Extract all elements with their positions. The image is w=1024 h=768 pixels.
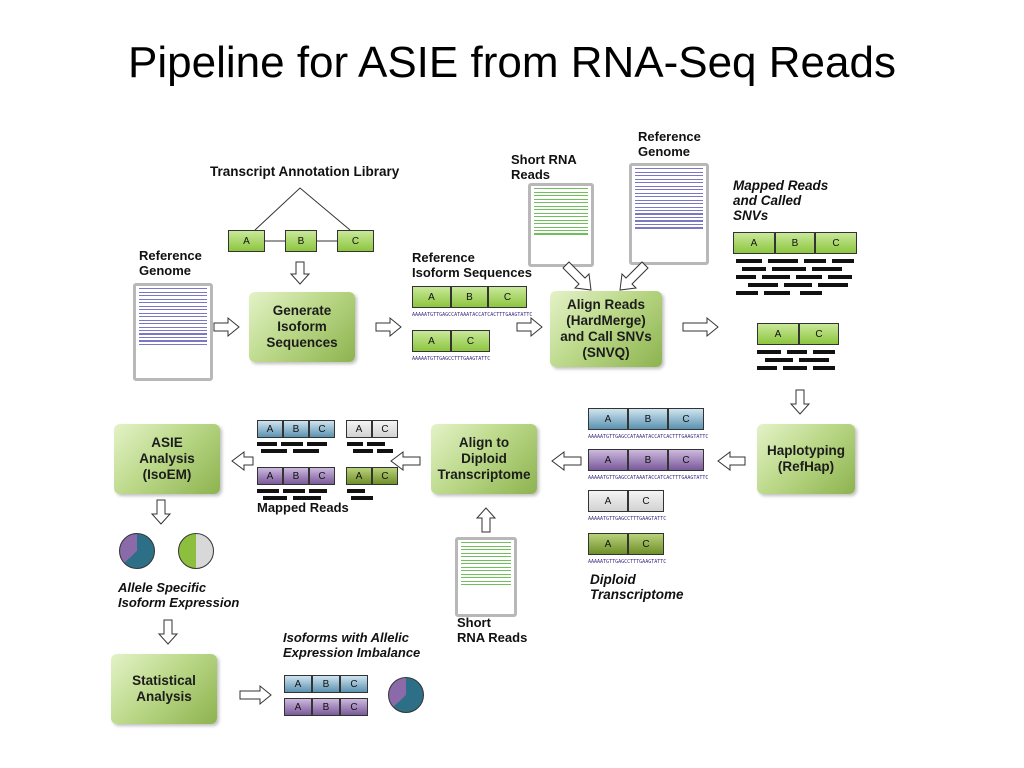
generate-isoform-step: Generate Isoform Sequences — [249, 292, 355, 362]
library-exon-a: A — [228, 230, 265, 252]
library-exon-b: B — [285, 230, 317, 252]
short-reads-top-label: Short RNA Reads — [511, 152, 577, 182]
statistical-analysis-step: Statistical Analysis — [111, 654, 217, 724]
right-arrow-icon — [375, 316, 402, 338]
diploid-abc-hap2-sequence: AAAAATGTTGAGCCATAAATACCATCACTTTGAAGTATTC — [588, 475, 709, 481]
mapped-hap1-reads — [257, 442, 407, 454]
right-arrow-icon — [682, 316, 719, 338]
mapped-reads-abc — [736, 259, 854, 299]
right-arrow-icon — [213, 316, 240, 338]
reference-genome-document-icon — [133, 283, 213, 381]
down-arrow-icon — [789, 389, 811, 415]
reference-isoform-label: Reference Isoform Sequences — [412, 250, 532, 280]
diploid-transcriptome-label: Diploid Transcriptome — [590, 572, 684, 602]
up-arrow-icon — [475, 507, 497, 533]
library-exon-c: C — [337, 230, 374, 252]
mapped-hap2-reads — [257, 489, 407, 501]
diploid-ac-hap1-sequence: AAAAATGTTGAGCCTTTGAAGTATTC — [588, 516, 667, 522]
short-reads-bottom-label: Short RNA Reads — [457, 615, 528, 645]
reference-genome-top-document-icon — [629, 163, 709, 265]
pie-chart-icon — [119, 533, 155, 569]
right-arrow-icon — [239, 684, 272, 706]
left-arrow-icon — [551, 451, 582, 471]
mapped-reads-ac — [757, 350, 837, 378]
diagonal-arrow-icon — [619, 261, 649, 291]
isoform-ac-sequence: AAAAATGTTGAGCCTTTGAAGTATTC — [412, 356, 491, 362]
left-arrow-icon — [231, 451, 254, 471]
align-reads-step: Align Reads (HardMerge) and Call SNVs (S… — [550, 291, 662, 367]
align-diploid-step: Align to Diploid Transcriptome — [431, 424, 537, 494]
asie-analysis-step: ASIE Analysis (IsoEM) — [114, 424, 220, 494]
left-arrow-icon — [717, 451, 746, 471]
diploid-ac-hap2-sequence: AAAAATGTTGAGCCTTTGAAGTATTC — [588, 559, 667, 565]
page-title: Pipeline for ASIE from RNA-Seq Reads — [128, 38, 896, 87]
haplotyping-step: Haplotyping (RefHap) — [757, 424, 855, 494]
diploid-abc-hap1-sequence: AAAAATGTTGAGCCATAAATACCATCACTTTGAAGTATTC — [588, 434, 709, 440]
diagonal-arrow-icon — [562, 261, 592, 291]
down-arrow-icon — [150, 499, 172, 525]
down-arrow-icon — [289, 261, 311, 285]
short-reads-document-icon — [528, 183, 594, 267]
isoform-abc-sequence: AAAAATGTTGAGCCATAAATACCATCACTTTGAAGTATTC — [412, 312, 533, 318]
isoforms-imbalance-label: Isoforms with Allelic Expression Imbalan… — [283, 630, 421, 660]
allele-specific-label: Allele Specific Isoform Expression — [118, 580, 240, 610]
short-reads-bottom-document-icon — [455, 537, 517, 617]
transcript-library-label: Transcript Annotation Library — [210, 164, 400, 179]
pie-chart-icon — [388, 677, 424, 713]
left-arrow-icon — [390, 451, 421, 471]
pie-chart-icon — [178, 533, 214, 569]
mapped-called-label: Mapped Reads and Called SNVs — [733, 178, 829, 223]
down-arrow-icon — [157, 619, 179, 645]
reference-genome-label: Reference Genome — [139, 248, 202, 278]
mapped-reads-label: Mapped Reads — [257, 500, 349, 515]
reference-genome-top-label: Reference Genome — [638, 129, 701, 159]
right-arrow-icon — [516, 316, 543, 338]
